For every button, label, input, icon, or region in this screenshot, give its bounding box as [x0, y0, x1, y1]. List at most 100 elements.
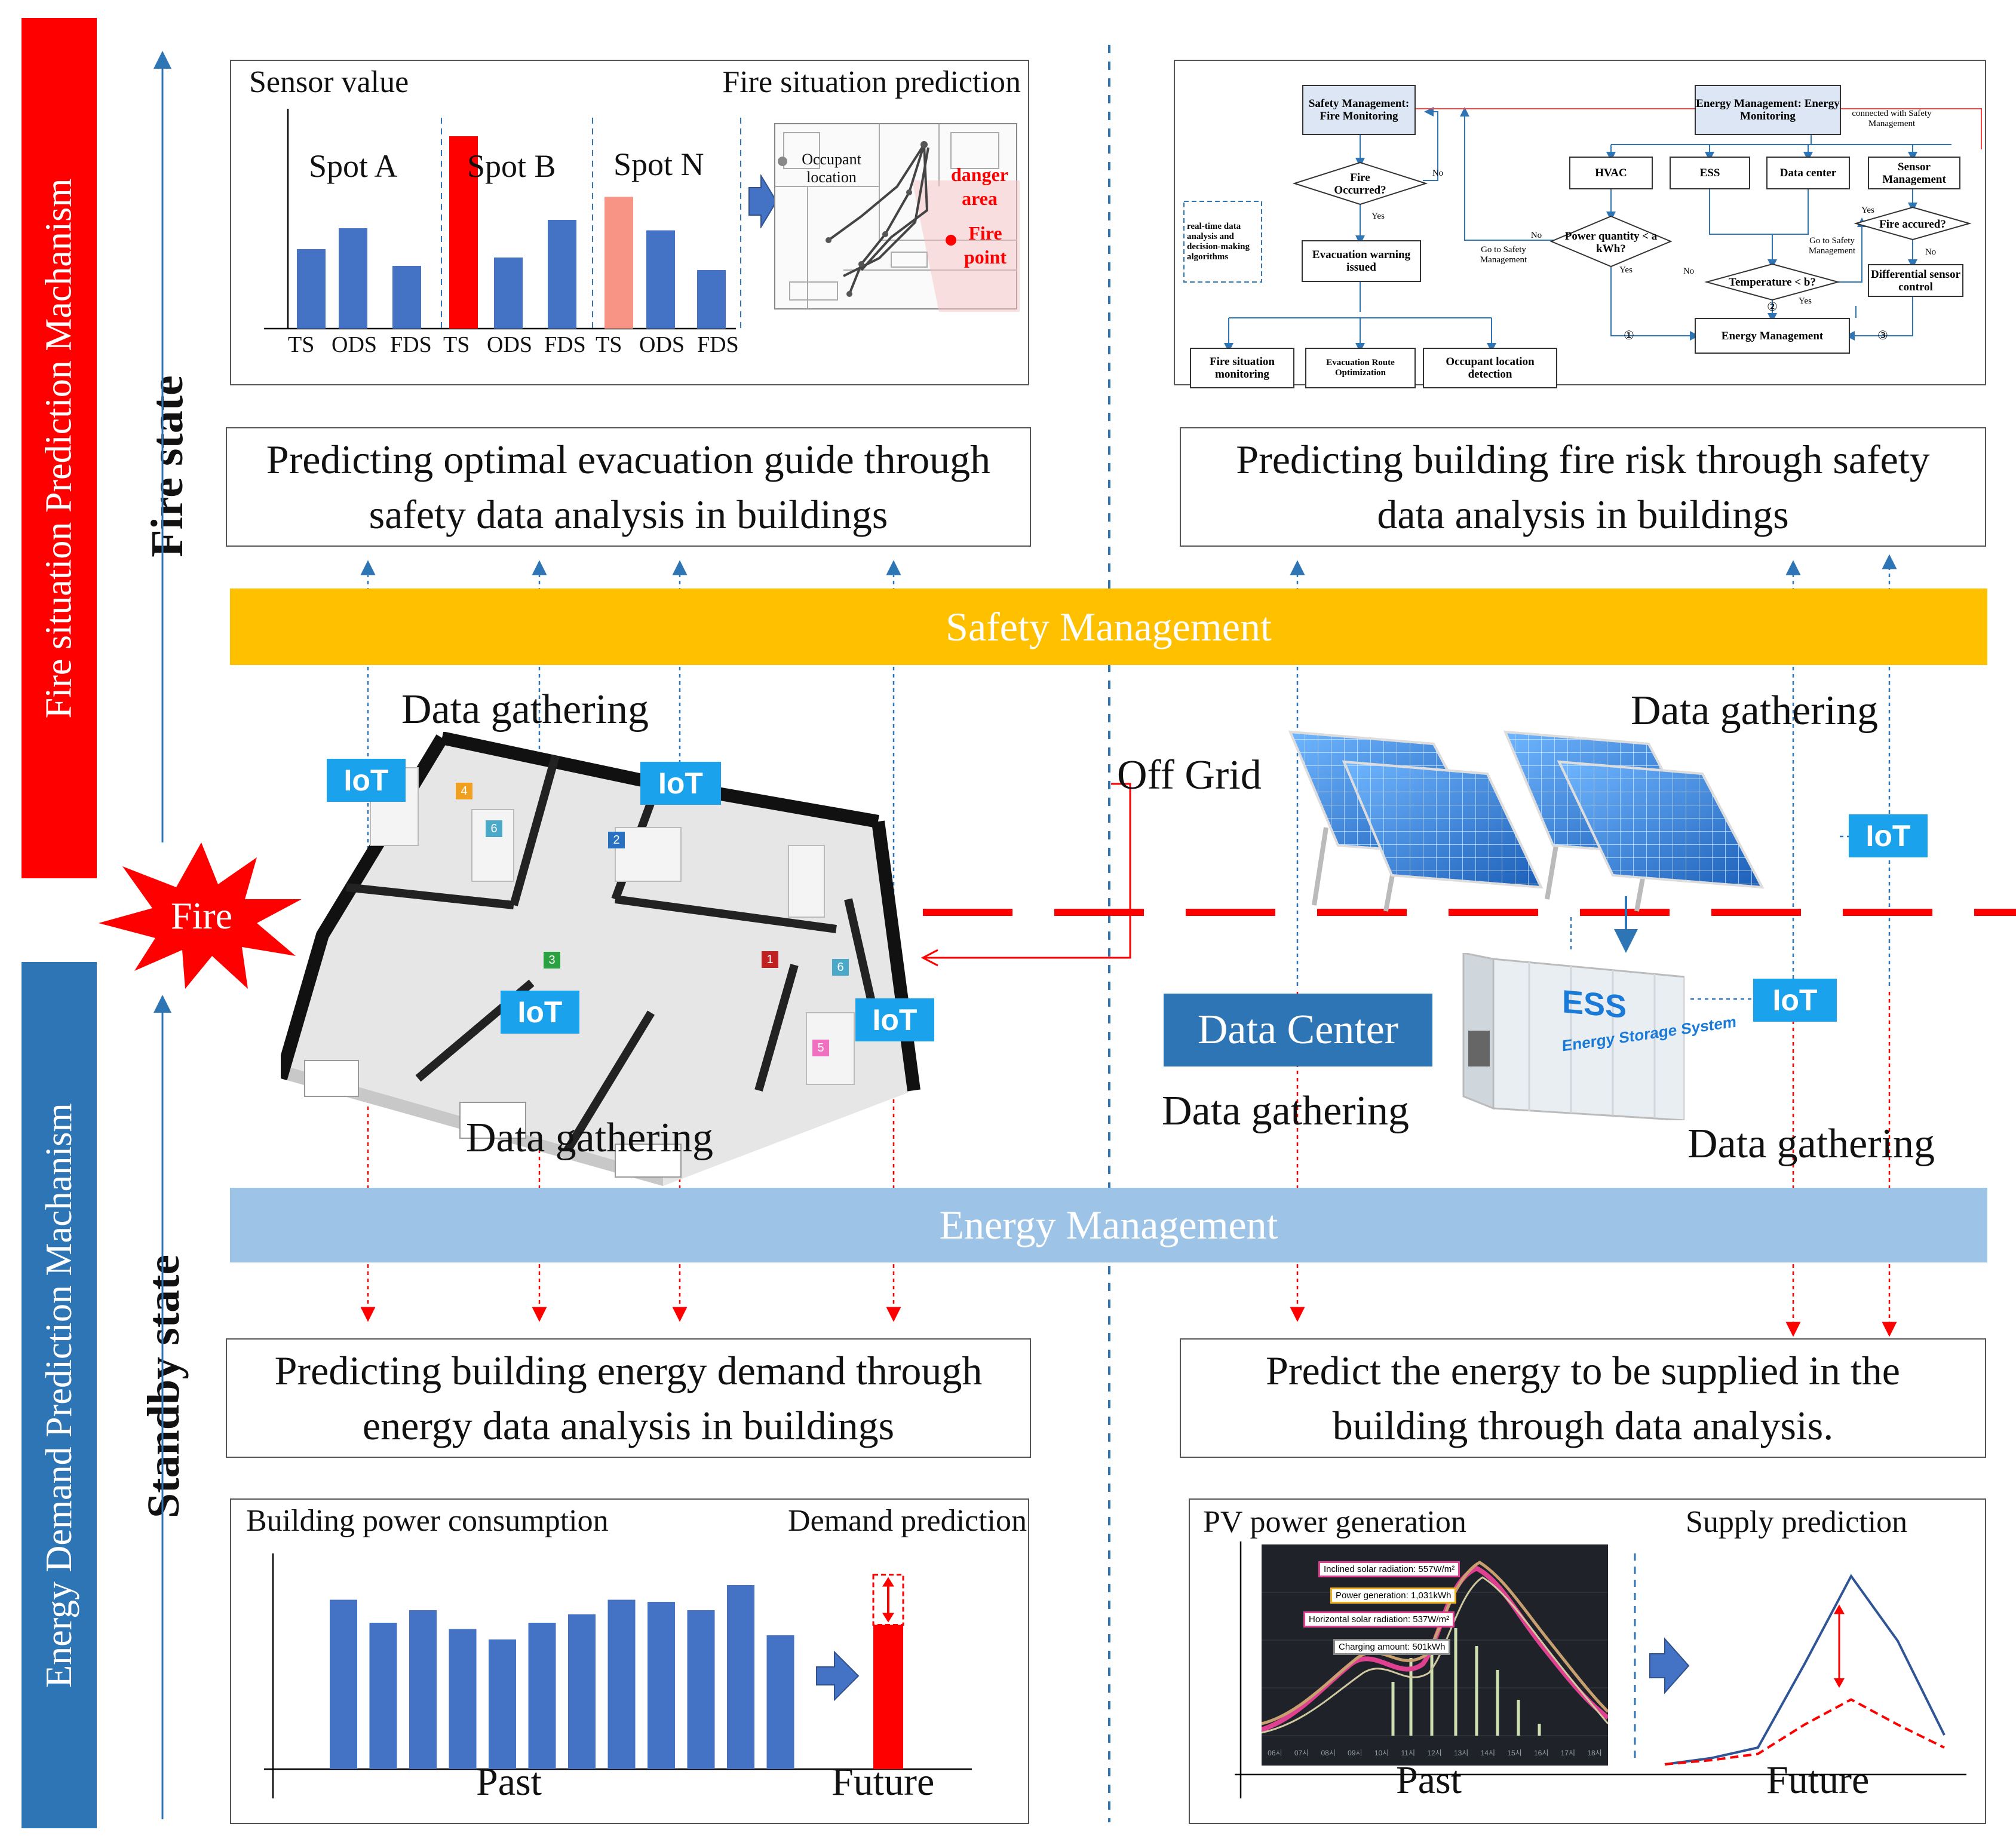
right-arrow-icon: [1649, 1637, 1690, 1694]
energy-management-band: Energy Management: [230, 1188, 1987, 1262]
tick-label: FDS: [697, 332, 739, 357]
iot-badge: IoT: [1849, 814, 1928, 857]
demand-bar: [528, 1623, 556, 1769]
prediction-bar: [873, 1625, 903, 1769]
power-consumption-title: Building power consumption: [246, 1504, 609, 1538]
pv-inset-chart: Inclined solar radiation: 557W/m² Power …: [1262, 1544, 1608, 1766]
safety-management-box: Safety Management: Fire Monitoring: [1302, 85, 1416, 135]
sensor-panel: Sensor value Fire situation prediction S…: [230, 60, 1029, 385]
evacuation-warning-box: Evacuation warning issued: [1302, 240, 1421, 282]
power-quantity-decision: Power quantity < a kWh?: [1564, 230, 1658, 255]
inset-tick: 13시: [1453, 1749, 1469, 1757]
tick-label: TS: [288, 332, 315, 357]
demand-bar: [648, 1602, 675, 1769]
inset-tick: 16시: [1533, 1749, 1549, 1757]
right-arrow-icon: [748, 174, 778, 228]
connected-note: connected with Safety Management: [1852, 109, 1932, 128]
room-number-tag: 2: [608, 832, 625, 848]
room-number-tag: 3: [544, 952, 560, 969]
demand-bar: [687, 1610, 715, 1769]
energy-management-box: Energy Management: Energy Monitoring: [1695, 85, 1841, 135]
step-three-marker: ③: [1877, 329, 1888, 342]
caption-fire-risk: Predicting building fire risk through sa…: [1180, 427, 1986, 547]
inset-tick: 15시: [1507, 1749, 1522, 1757]
arrow-head: [882, 1613, 894, 1623]
demand-prediction-title: Demand prediction: [788, 1504, 1027, 1538]
iot-badge: IoT: [1753, 979, 1837, 1022]
demand-bar: [449, 1629, 477, 1769]
sensor-bar: [392, 266, 421, 329]
no-label: No: [1683, 266, 1695, 276]
room-number-tag: 5: [812, 1040, 829, 1056]
fire-burst-icon: Fire: [99, 842, 305, 989]
pv-supply-chart: [1235, 1541, 1966, 1798]
supply-line-lower: [1664, 1698, 1945, 1766]
spot-n-label: Spot N: [613, 146, 704, 182]
demand-bar: [330, 1599, 357, 1769]
demand-bar: [727, 1585, 754, 1769]
energy-management-result-box: Energy Management: [1695, 318, 1850, 354]
sensor-bar: [297, 249, 326, 329]
iot-badge: IoT: [327, 759, 406, 802]
no-label: No: [1530, 230, 1542, 240]
supply-prediction-title: Supply prediction: [1686, 1505, 1908, 1539]
sensor-management-box: Sensor Management: [1868, 157, 1960, 189]
fire-mechanism-sidebar: Fire situation Prediction Machanism: [22, 18, 97, 878]
fire-point-label: Fire point: [963, 222, 1007, 268]
pv-panel: PV power generation Supply prediction In…: [1189, 1498, 1986, 1824]
inset-tick: 17시: [1560, 1749, 1576, 1757]
tick-label: ODS: [639, 332, 685, 357]
sensor-bar: [646, 230, 675, 329]
inset-label: Power generation: 1,031kWh: [1330, 1587, 1457, 1604]
go-to-safety-note: Go to Safety Management: [1808, 236, 1856, 256]
inset-tick: 11시: [1401, 1749, 1416, 1757]
sensor-value-title: Sensor value: [249, 65, 409, 99]
inset-label: Horizontal solar radiation: 537W/m²: [1303, 1611, 1455, 1628]
demand-panel: Building power consumption Demand predic…: [230, 1498, 1029, 1824]
tick-label: FDS: [390, 332, 432, 357]
inset-tick: 18시: [1587, 1749, 1602, 1757]
demand-bar: [607, 1599, 636, 1769]
supply-line-upper: [1664, 1574, 1946, 1766]
sensor-bar: [548, 220, 576, 329]
sensor-bar: [449, 136, 478, 329]
sensor-bar: [697, 270, 726, 329]
flowchart-lines: [1183, 107, 1982, 353]
pv-generation-title: PV power generation: [1203, 1505, 1466, 1539]
data-gathering-label: Data gathering: [1687, 1121, 1935, 1167]
inset-tick: 14시: [1480, 1749, 1496, 1757]
data-center-box: Data center: [1766, 157, 1850, 189]
iot-badge: IoT: [855, 998, 934, 1041]
temperature-decision: Temperature < b?: [1729, 275, 1816, 289]
tick-label: FDS: [544, 332, 586, 357]
inset-label: Charging amount: 501kWh: [1333, 1639, 1451, 1655]
inset-tick: 10시: [1374, 1749, 1389, 1757]
differential-sensor-box: Differential sensor control: [1868, 264, 1963, 297]
yes-label: Yes: [1371, 211, 1385, 221]
demand-bar-chart: [264, 1553, 972, 1798]
room-number-tag: 6: [486, 820, 502, 837]
occupant-detection-box: Occupant location detection: [1423, 348, 1557, 388]
tick-label: ODS: [487, 332, 533, 357]
yes-label: Yes: [1619, 265, 1633, 275]
sensor-bar: [339, 228, 367, 329]
demand-bar: [489, 1639, 516, 1769]
fire-monitoring-box: Fire situation monitoring: [1190, 348, 1294, 388]
go-to-safety-note: Go to Safety Management: [1480, 245, 1527, 265]
safety-management-band: Safety Management: [230, 589, 1987, 665]
arrow-head: [1834, 1604, 1845, 1614]
room-number-tag: 4: [456, 783, 472, 799]
hvac-box: HVAC: [1569, 157, 1653, 189]
fire-occurred-decision: Fire Occurred?: [1334, 171, 1386, 197]
yes-label: Yes: [1861, 205, 1874, 215]
sensor-bar: [605, 197, 633, 329]
tick-label: TS: [596, 332, 622, 357]
arrow-head: [1834, 1678, 1845, 1688]
no-label: No: [1432, 168, 1444, 178]
inset-tick: 09시: [1348, 1749, 1363, 1757]
spot-a-label: Spot A: [309, 148, 398, 184]
iot-badge: IoT: [640, 762, 721, 805]
realtime-algorithms-note: real-time data analysis and decision-mak…: [1187, 221, 1250, 262]
ess-box: ESS: [1670, 157, 1750, 189]
